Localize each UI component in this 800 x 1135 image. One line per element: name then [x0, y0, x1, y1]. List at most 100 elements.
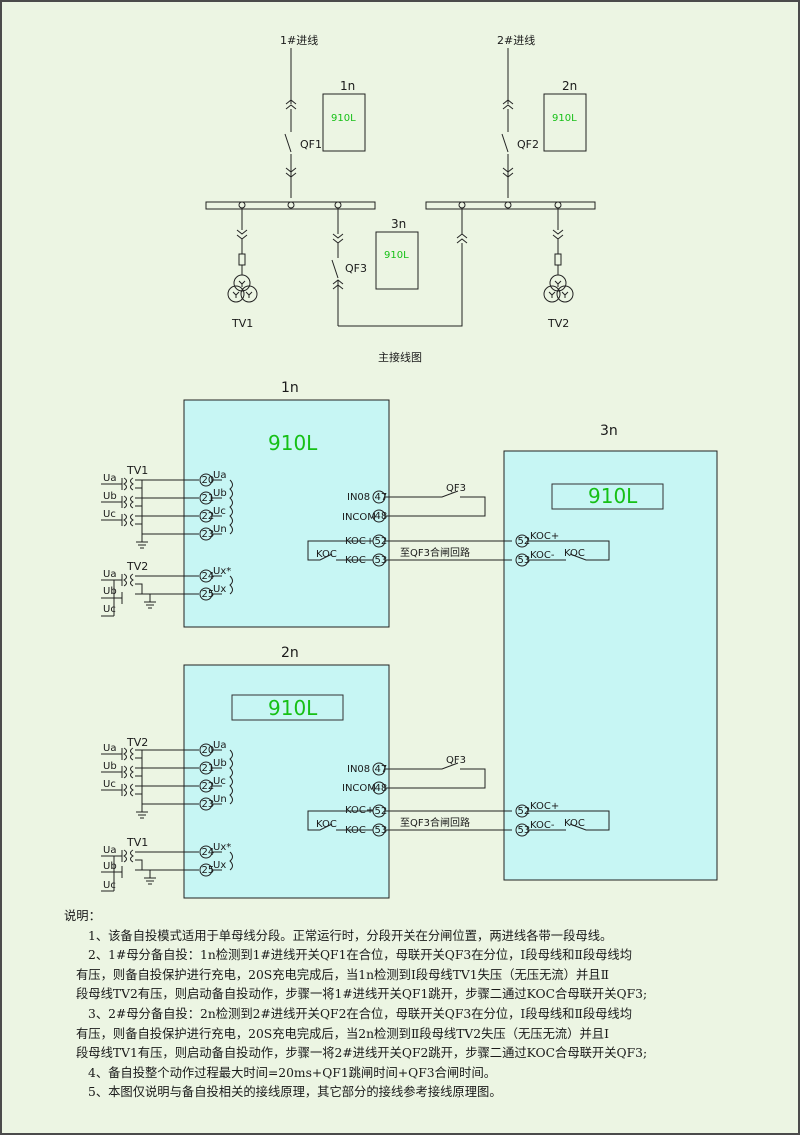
note-5: 5、本图仅说明与备自投相关的接线原理，其它部分的接线参考接线原理图。: [88, 1085, 502, 1100]
pin-25-2n: 25: [202, 865, 215, 876]
qf2-label: QF2: [517, 138, 539, 151]
3n-koc-plus: KOC+: [530, 531, 559, 542]
term-ux-star-2n: Ux*: [213, 842, 231, 853]
phase-c-label: Uc: [103, 880, 116, 891]
pin-53: 53: [375, 555, 388, 566]
pin-23-2n: 23: [202, 799, 215, 810]
3n-koc-contact-b: KOC: [564, 818, 585, 829]
pin-24-2n: 24: [202, 847, 215, 858]
device-2n-box: [543, 93, 587, 152]
term-ub-2n: Ub: [213, 758, 227, 769]
qf3-label-top: QF3: [345, 262, 367, 275]
pin-52: 52: [375, 536, 388, 547]
term-ua-2n: Ua: [213, 740, 226, 751]
term-ub: Ub: [213, 488, 227, 499]
term-un-2n: Un: [213, 794, 227, 805]
note-3-line-3: 段母线TV1有压，则启动备自投动作，步骤一将2#进线开关QF2跳开，步骤二通过K…: [76, 1046, 648, 1061]
3n-koc-plus-b: KOC+: [530, 801, 559, 812]
pin-21: 21: [202, 493, 215, 504]
pin-47-2n: 47: [375, 764, 388, 775]
device-3n-model: 910L: [384, 250, 409, 261]
note-1: 1、该备自投模式适用于单母线分段。正常运行时，分段开关在分闸位置，两进线各带一段…: [88, 928, 613, 943]
phase-b-label: Ub: [103, 861, 117, 872]
qf1-label: QF1: [300, 138, 322, 151]
device-2n-model-text: 910L: [268, 696, 318, 720]
pin-23: 23: [202, 529, 215, 540]
device-2n-panel: [183, 664, 390, 899]
device-1n-wiring: 1n 910L TV1 Ua Ub Uc 20 21 22 23 Ua Ub U…: [101, 380, 512, 628]
device-2n-wiring: 2n 910L TV2 Ua Ub Uc 20 21 22 23 Ua Ub U…: [101, 645, 512, 899]
term-uc: Uc: [213, 506, 226, 517]
device-1n-box: [322, 93, 366, 152]
term-ux: Ux: [213, 584, 226, 595]
device-3n-panel: [503, 450, 718, 881]
tv2-label-1n: TV2: [126, 560, 148, 573]
note-2-line-2: 有压，则备自投保护进行充电，20S充电完成后，当1n检测到Ⅰ段母线TV1失压（无…: [76, 967, 609, 982]
tv1-label-top: TV1: [231, 317, 253, 330]
note-4: 4、备自投整个动作过程最大时间=20ms+QF1跳闸时间+QF3合闸时间。: [88, 1065, 497, 1080]
label-incom: INCOM: [342, 512, 376, 523]
pin-53-2n: 53: [375, 825, 388, 836]
phase-c-label: Uc: [103, 779, 116, 790]
term-ua: Ua: [213, 470, 226, 481]
device-3n-model-text: 910L: [588, 484, 638, 508]
pin-20-2n: 20: [202, 745, 215, 756]
wiring-2n-label: 2n: [281, 645, 299, 661]
to-qf3-close-1n: 至QF3合闸回路: [400, 546, 470, 559]
phase-a-label: Ua: [103, 845, 116, 856]
pin-53-3n: 53: [518, 555, 531, 566]
label-in08: IN08: [347, 492, 370, 503]
phase-a-label: Ua: [103, 473, 116, 484]
to-qf3-close-2n: 至QF3合闸回路: [400, 816, 470, 829]
pin-52-2n: 52: [375, 806, 388, 817]
device-2n-model: 910L: [552, 113, 577, 124]
wiring-1n-label: 1n: [281, 380, 299, 396]
phase-b-label: Ub: [103, 491, 117, 502]
term-ux-2n: Ux: [213, 860, 226, 871]
term-ux-star: Ux*: [213, 566, 231, 577]
notes-heading: 说明：: [64, 909, 101, 923]
device-1n-label: 1n: [340, 79, 355, 93]
koc-contact-1n: KOC: [316, 549, 337, 560]
tv2-label-top: TV2: [547, 317, 569, 330]
pin-22-2n: 22: [202, 781, 215, 792]
device-3n-label: 3n: [391, 217, 406, 231]
phase-b-label: Ub: [103, 761, 117, 772]
phase-a-label: Ua: [103, 569, 116, 580]
device-2n-label: 2n: [562, 79, 577, 93]
note-2-line-3: 段母线TV2有压，则启动备自投动作，步骤一将1#进线开关QF1跳开，步骤二通过K…: [76, 987, 648, 1002]
phase-b-label: Ub: [103, 586, 117, 597]
label-incom-2n: INCOM: [342, 783, 376, 794]
3n-koc-contact-a: KOC: [564, 548, 585, 559]
pin-48: 48: [375, 511, 388, 522]
3n-koc-minus: KOC-: [530, 550, 555, 561]
pin-20: 20: [202, 475, 215, 486]
device-1n-model: 910L: [331, 113, 356, 124]
label-in08-2n: IN08: [347, 764, 370, 775]
device-1n-model-text: 910L: [268, 431, 318, 455]
incoming-2-label: 2#进线: [497, 33, 535, 47]
wiring-3n-label: 3n: [600, 423, 618, 439]
device-2n-display: [231, 694, 344, 721]
incoming-1-label: 1#进线: [280, 33, 318, 47]
pin-53-3n-b: 53: [518, 825, 531, 836]
phase-c-label: Uc: [103, 509, 116, 520]
tv2-label-2n: TV2: [126, 736, 148, 749]
tv1-label-2n: TV1: [126, 836, 148, 849]
pin-52-3n: 52: [518, 536, 531, 547]
phase-a-label: Ua: [103, 743, 116, 754]
busbar-2: [425, 201, 596, 210]
pin-52-3n-b: 52: [518, 806, 531, 817]
phase-c-label: Uc: [103, 604, 116, 615]
main-one-line-diagram: 1#进线 QF1 2#进线 QF2 1n 910L 2n 910L: [205, 33, 596, 364]
qf3-contact-1n: QF3: [446, 483, 466, 494]
busbar-1: [205, 201, 376, 210]
device-3n-box: [375, 231, 419, 290]
note-2-line-1: 2、1#母分备自投：1n检测到1#进线开关QF1在合位，母联开关QF3在分位，Ⅰ…: [88, 948, 633, 963]
note-3-line-2: 有压，则备自投保护进行充电，20S充电完成后，当2n检测到Ⅱ段母线TV2失压（无…: [76, 1026, 609, 1041]
pin-25: 25: [202, 589, 215, 600]
pin-47: 47: [375, 492, 388, 503]
3n-koc-minus-b: KOC-: [530, 820, 555, 831]
